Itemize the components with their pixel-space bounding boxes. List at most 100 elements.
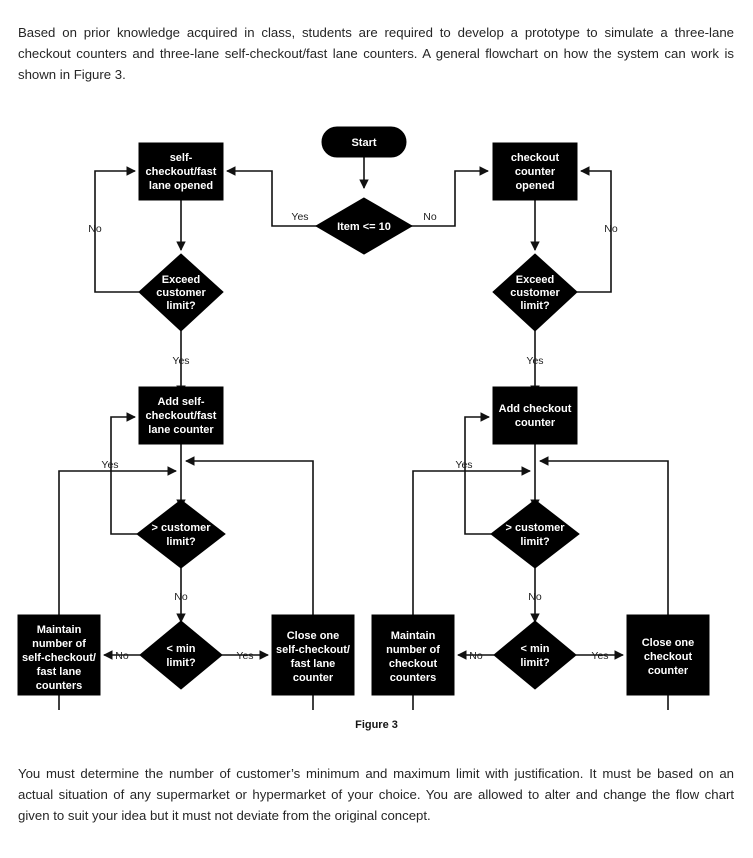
node-co-min-shape	[493, 620, 577, 690]
node-sc-maintain[interactable]: Maintain number of self-checkout/ fast l…	[17, 614, 101, 696]
node-sc-gt-label-2: limit?	[166, 536, 196, 548]
node-co-min[interactable]: < min limit?	[493, 620, 577, 690]
node-sc-close-label-4: counter	[293, 672, 334, 684]
node-co-add[interactable]: Add checkout counter	[492, 386, 578, 445]
edge-label-co-gt-yes: Yes	[455, 459, 472, 471]
node-co-min-label-2: limit?	[520, 657, 550, 669]
node-co-close-label-2: checkout	[644, 651, 693, 663]
node-sc-min-shape	[139, 620, 223, 690]
node-sc-opened-label-2: checkout/fast	[146, 166, 217, 178]
edge-label-sc-min-yes: Yes	[236, 650, 253, 662]
node-co-maintain-label-1: Maintain	[391, 630, 436, 642]
node-sc-close-label-3: fast lane	[291, 658, 336, 670]
edge-co-exceed-no-loop	[577, 166, 612, 293]
node-co-min-label-1: < min	[520, 643, 549, 655]
node-sc-maintain-label-4: fast lane	[37, 666, 82, 678]
edge-sc-exceed-no-loop	[94, 166, 139, 293]
node-co-close-label-1: Close one	[642, 637, 695, 649]
node-sc-exceed[interactable]: Exceed customer limit?	[138, 253, 224, 332]
node-sc-close-shape	[271, 614, 355, 696]
node-start-label: Start	[351, 137, 376, 149]
node-co-gt[interactable]: > customer limit?	[490, 499, 580, 569]
node-sc-exceed-shape	[138, 253, 224, 332]
edge-co-gt-yes-loop	[464, 412, 491, 535]
node-sc-exceed-label-3: limit?	[166, 300, 196, 312]
node-co-maintain-label-4: counters	[390, 672, 436, 684]
node-sc-exceed-label-1: Exceed	[162, 274, 201, 286]
node-sc-min[interactable]: < min limit?	[139, 620, 223, 690]
node-co-opened-label-1: checkout	[511, 152, 560, 164]
node-co-maintain-label-3: checkout	[389, 658, 438, 670]
node-co-gt-shape	[490, 499, 580, 569]
node-co-exceed-label-2: customer	[510, 287, 560, 299]
flowchart-nodes: Start Item <= 10 self- checkout/fast lan…	[17, 126, 710, 696]
node-co-gt-label-2: limit?	[520, 536, 550, 548]
node-sc-add-shape	[138, 386, 224, 445]
node-co-exceed-shape	[492, 253, 578, 332]
node-co-exceed-label-1: Exceed	[516, 274, 555, 286]
node-co-close[interactable]: Close one checkout counter	[626, 614, 710, 696]
node-co-add-shape	[492, 386, 578, 445]
outro-paragraph: You must determine the number of custome…	[18, 766, 734, 824]
flowchart-svg: Yes No No Yes Yes No No Yes No Yes Yes N…	[17, 126, 710, 710]
node-sc-maintain-label-5: counters	[36, 680, 82, 692]
node-co-exceed[interactable]: Exceed customer limit?	[492, 253, 578, 332]
figure-caption: Figure 3	[355, 719, 398, 731]
node-sc-gt-shape	[136, 499, 226, 569]
flowchart-edge-labels: Yes No No Yes Yes No No Yes No Yes Yes N…	[88, 211, 618, 662]
node-sc-add-label-1: Add self-	[157, 396, 204, 408]
node-start-shape	[321, 126, 407, 158]
node-co-maintain-label-2: number of	[386, 644, 440, 656]
node-sc-maintain-label-2: number of	[32, 638, 86, 650]
edge-label-co-gt-no: No	[528, 591, 542, 603]
node-co-opened-label-3: opened	[515, 180, 554, 192]
intro-paragraph: Based on prior knowledge acquired in cla…	[18, 25, 734, 83]
node-sc-add[interactable]: Add self- checkout/fast lane counter	[138, 386, 224, 445]
node-sc-opened-label-3: lane opened	[149, 180, 213, 192]
node-start[interactable]: Start	[321, 126, 407, 158]
node-item-check[interactable]: Item <= 10	[315, 197, 413, 255]
node-co-gt-label-1: > customer	[506, 522, 566, 534]
node-co-maintain-shape	[371, 614, 455, 696]
node-sc-gt-label-1: > customer	[152, 522, 212, 534]
node-co-add-label-2: counter	[515, 417, 556, 429]
flowchart-figure: Yes No No Yes Yes No No Yes No Yes Yes N…	[0, 110, 753, 710]
node-co-close-label-3: counter	[648, 665, 689, 677]
node-sc-close-label-1: Close one	[287, 630, 340, 642]
node-item-check-shape	[315, 197, 413, 255]
edge-label-sc-exceed-yes: Yes	[172, 355, 189, 367]
edge-label-sc-exceed-no: No	[88, 223, 102, 235]
node-sc-opened-label-1: self-	[170, 152, 193, 164]
node-co-close-shape	[626, 614, 710, 696]
edge-label-co-exceed-yes: Yes	[526, 355, 543, 367]
node-sc-opened-shape	[138, 142, 224, 201]
node-co-maintain[interactable]: Maintain number of checkout counters	[371, 614, 455, 696]
node-co-exceed-label-3: limit?	[520, 300, 550, 312]
edge-sc-gt-yes-loop	[110, 412, 137, 535]
node-sc-maintain-label-3: self-checkout/	[22, 652, 96, 664]
edge-item-no-to-co-opened	[410, 166, 489, 227]
edge-label-co-min-yes: Yes	[591, 650, 608, 662]
edge-label-sc-gt-no: No	[174, 591, 188, 603]
node-sc-min-label-1: < min	[166, 643, 195, 655]
edge-label-co-exceed-no: No	[604, 223, 618, 235]
node-sc-exceed-label-2: customer	[156, 287, 206, 299]
edge-label-item-yes: Yes	[291, 211, 308, 223]
node-sc-opened[interactable]: self- checkout/fast lane opened	[138, 142, 224, 201]
node-item-check-label: Item <= 10	[337, 221, 391, 233]
node-sc-close-label-2: self-checkout/	[276, 644, 350, 656]
node-sc-add-label-2: checkout/fast	[146, 410, 217, 422]
node-co-add-label-1: Add checkout	[499, 403, 572, 415]
node-co-opened-shape	[492, 142, 578, 201]
node-co-opened-label-2: counter	[515, 166, 556, 178]
edge-label-sc-gt-yes: Yes	[101, 459, 118, 471]
edge-label-co-min-no: No	[469, 650, 483, 662]
node-sc-gt[interactable]: > customer limit?	[136, 499, 226, 569]
node-co-opened[interactable]: checkout counter opened	[492, 142, 578, 201]
node-sc-add-label-3: lane counter	[148, 424, 214, 436]
node-sc-maintain-label-1: Maintain	[37, 624, 82, 636]
node-sc-close[interactable]: Close one self-checkout/ fast lane count…	[271, 614, 355, 696]
edge-label-sc-min-no: No	[115, 650, 129, 662]
edge-label-item-no: No	[423, 211, 437, 223]
